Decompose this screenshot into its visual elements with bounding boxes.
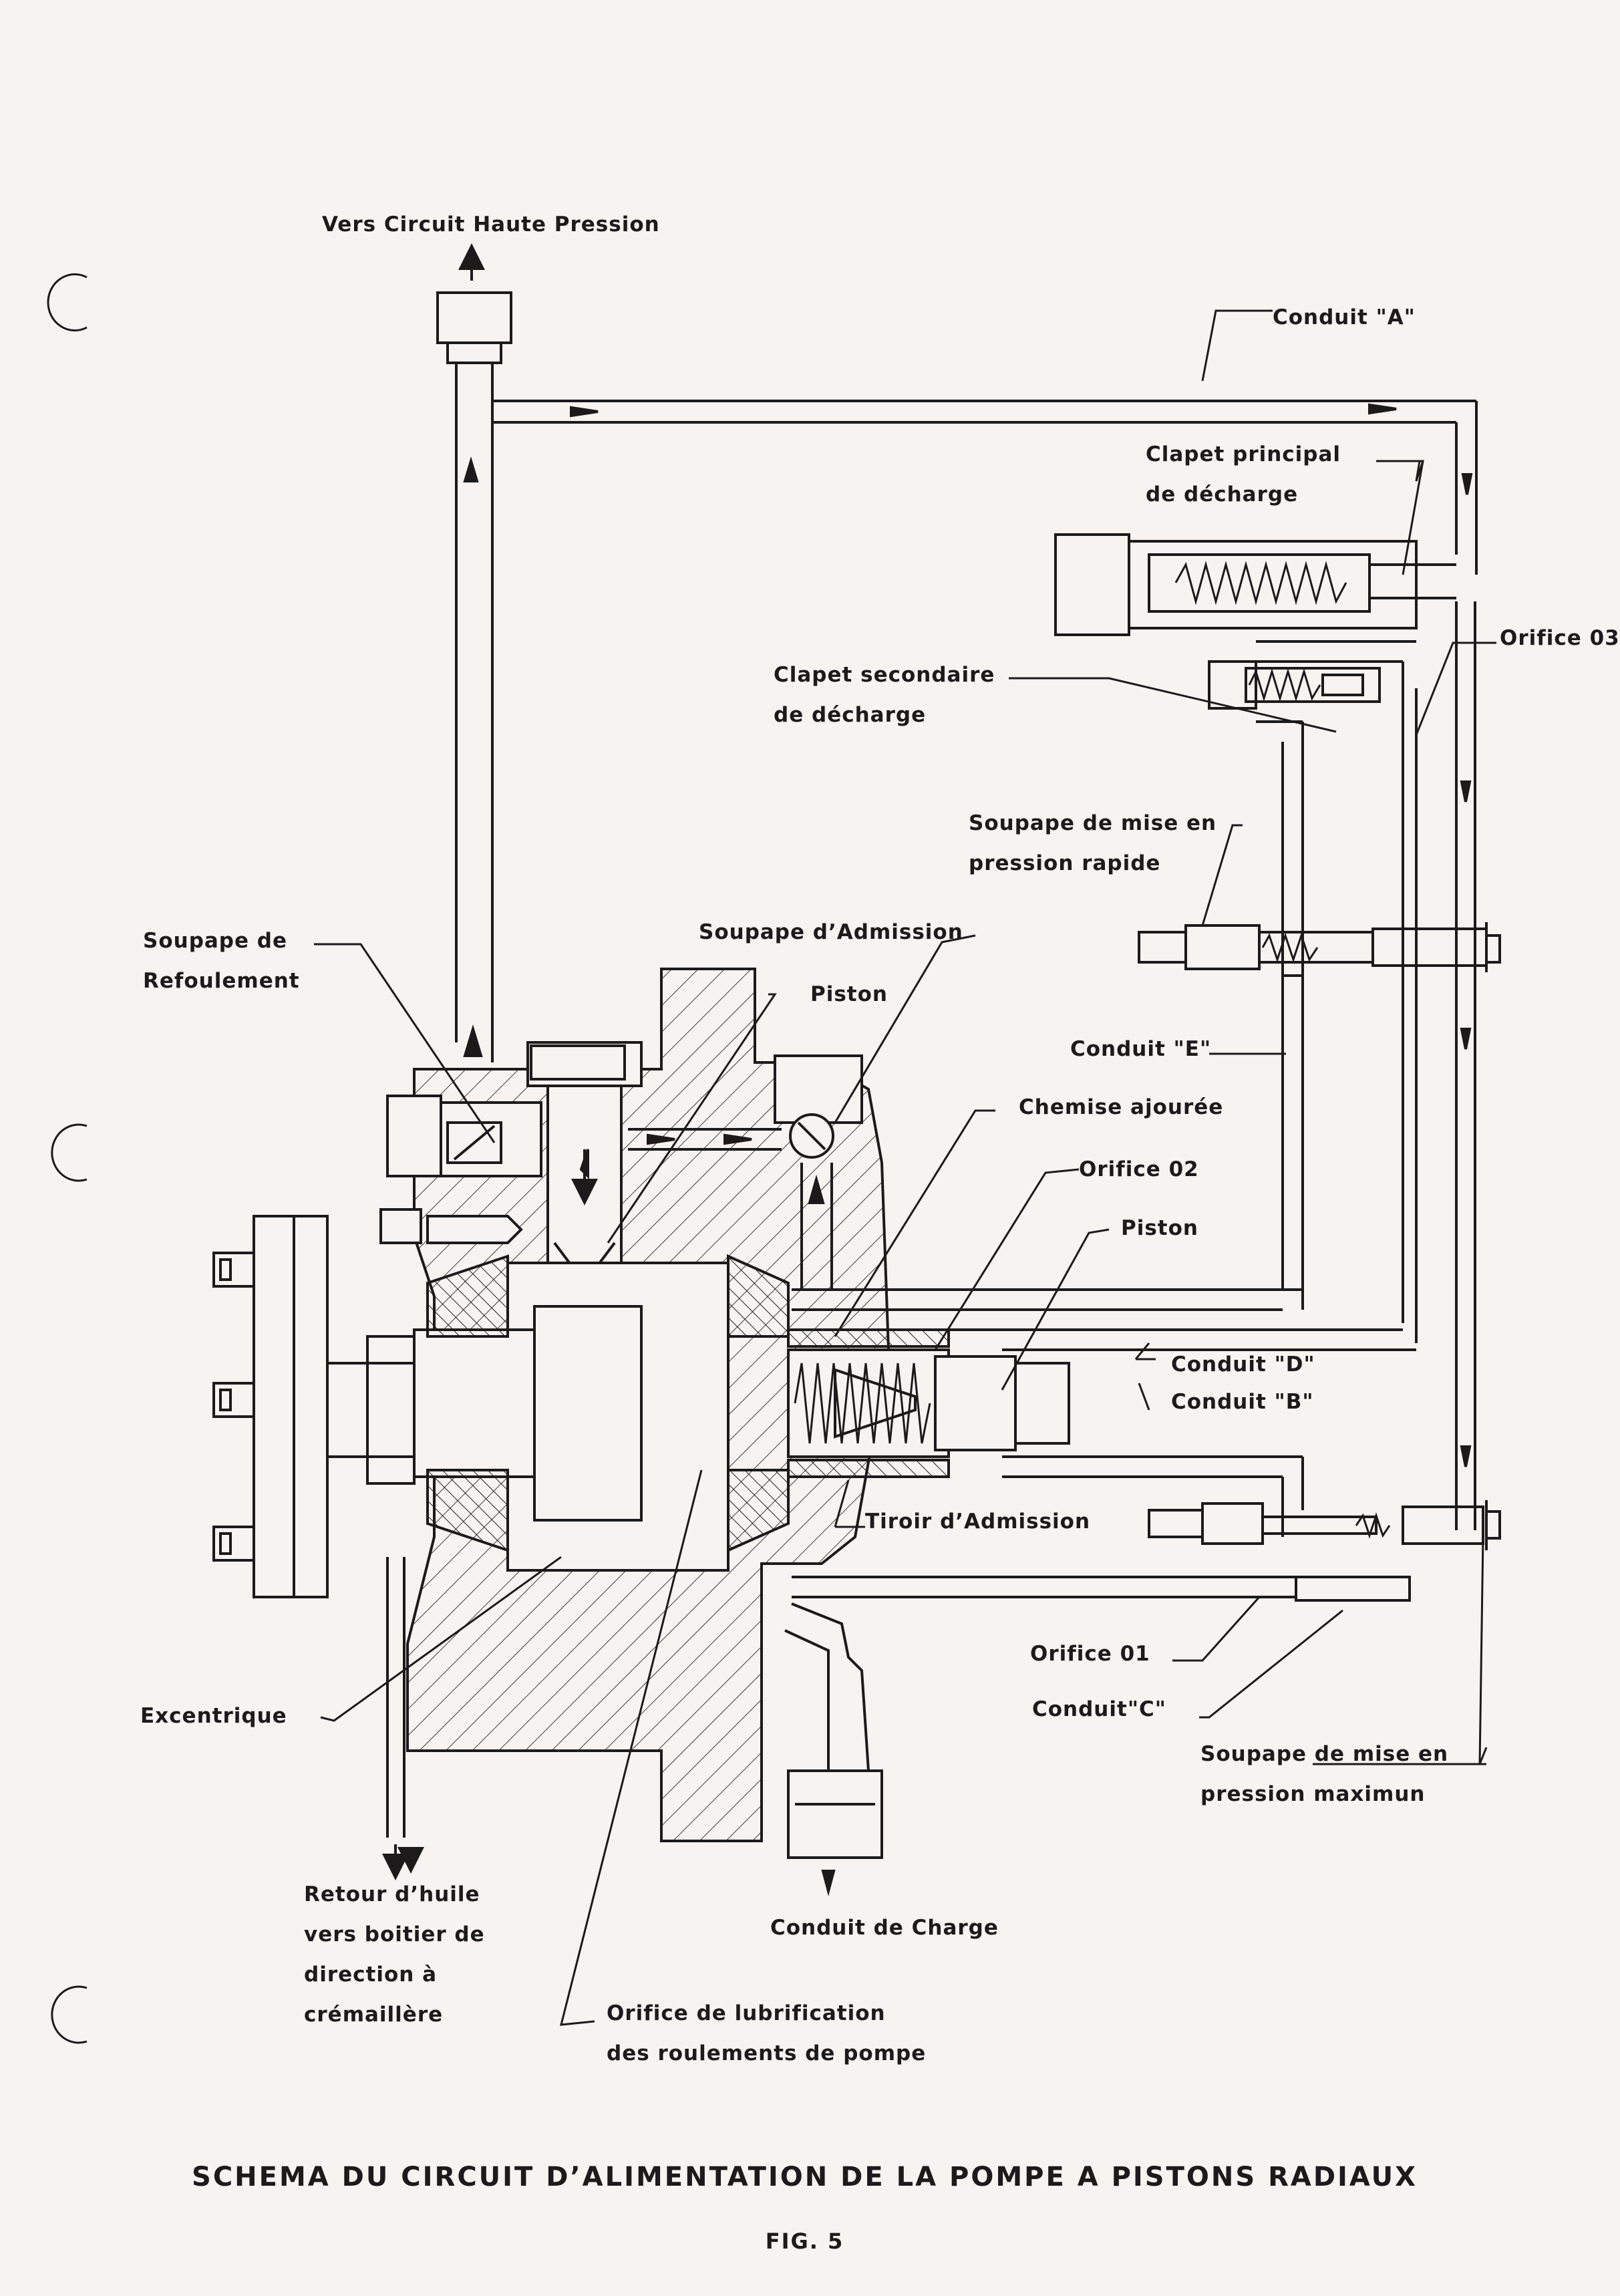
punch-holes xyxy=(47,273,88,2044)
label-conduit-b: Conduit "B" xyxy=(1171,1390,1314,1414)
label-piston-2: Piston xyxy=(1121,1216,1198,1240)
label-line: Soupape de mise en xyxy=(969,811,1217,835)
label-line: direction à xyxy=(304,1963,438,1987)
label-line: Clapet principal xyxy=(1146,442,1341,466)
label-soupape-rapide: Soupape de mise en pression rapide xyxy=(969,803,1217,883)
label-vers-circuit: Vers Circuit Haute Pression xyxy=(322,212,660,237)
label-line: Orifice de lubrification xyxy=(607,2001,886,2025)
label-conduit-a: Conduit "A" xyxy=(1273,305,1416,329)
label-soupape-admission: Soupape d’Admission xyxy=(699,920,963,944)
label-soupape-max: Soupape de mise en pression maximun xyxy=(1200,1734,1448,1814)
charge-conduit xyxy=(784,1602,883,1896)
label-line: crémaillère xyxy=(304,2003,444,2027)
rapid-pressure-valve xyxy=(1138,922,1501,972)
return-to-steering xyxy=(382,1557,424,1880)
label-orifice-lubrification: Orifice de lubrification des roulements … xyxy=(607,1993,926,2073)
high-pressure-outlet xyxy=(436,243,512,1062)
max-pressure-valve xyxy=(1148,1500,1501,1602)
label-line: des roulements de pompe xyxy=(607,2041,927,2065)
leader-lines xyxy=(314,309,1496,2026)
label-line: de décharge xyxy=(1146,482,1299,507)
label-soupape-refoulement: Soupape de Refoulement xyxy=(143,921,300,1001)
label-orifice-03: Orifice 03 xyxy=(1500,626,1620,650)
conduit-a-pipe xyxy=(492,400,1478,1530)
label-conduit-e: Conduit "E" xyxy=(1070,1037,1212,1061)
label-chemise: Chemise ajourée xyxy=(1019,1095,1224,1119)
main-relief-valve xyxy=(1054,533,1456,636)
figure-number: FIG. 5 xyxy=(765,2229,844,2254)
front-flange xyxy=(212,1215,416,1598)
label-conduit-d: Conduit "D" xyxy=(1171,1352,1315,1377)
label-piston-1: Piston xyxy=(810,982,888,1006)
label-conduit-charge: Conduit de Charge xyxy=(770,1916,999,1940)
secondary-relief-valve xyxy=(1208,640,1418,1343)
label-line: Retour d’huile xyxy=(304,1882,480,1906)
label-retour: Retour d’huile vers boitier de direction… xyxy=(304,1874,485,2035)
label-clapet-principal: Clapet principal de décharge xyxy=(1146,434,1341,515)
label-orifice-01: Orifice 01 xyxy=(1030,1642,1150,1666)
label-line: Clapet secondaire xyxy=(774,663,995,687)
label-line: vers boitier de xyxy=(304,1922,485,1947)
label-line: Soupape de mise en xyxy=(1200,1742,1449,1766)
label-clapet-secondaire: Clapet secondaire de décharge xyxy=(774,655,995,735)
label-line: de décharge xyxy=(774,703,927,727)
label-orifice-02: Orifice 02 xyxy=(1079,1157,1199,1181)
label-conduit-c: Conduit"C" xyxy=(1032,1697,1166,1721)
label-line: pression rapide xyxy=(969,851,1161,875)
label-line: pression maximun xyxy=(1200,1782,1426,1806)
label-excentrique: Excentrique xyxy=(140,1704,287,1728)
figure-caption: SCHEMA DU CIRCUIT D’ALIMENTATION DE LA P… xyxy=(192,2162,1418,2192)
label-tiroir: Tiroir d’Admission xyxy=(865,1510,1091,1534)
label-line: Refoulement xyxy=(143,969,300,993)
pump-body xyxy=(379,968,1070,1842)
label-line: Soupape de xyxy=(143,929,288,953)
